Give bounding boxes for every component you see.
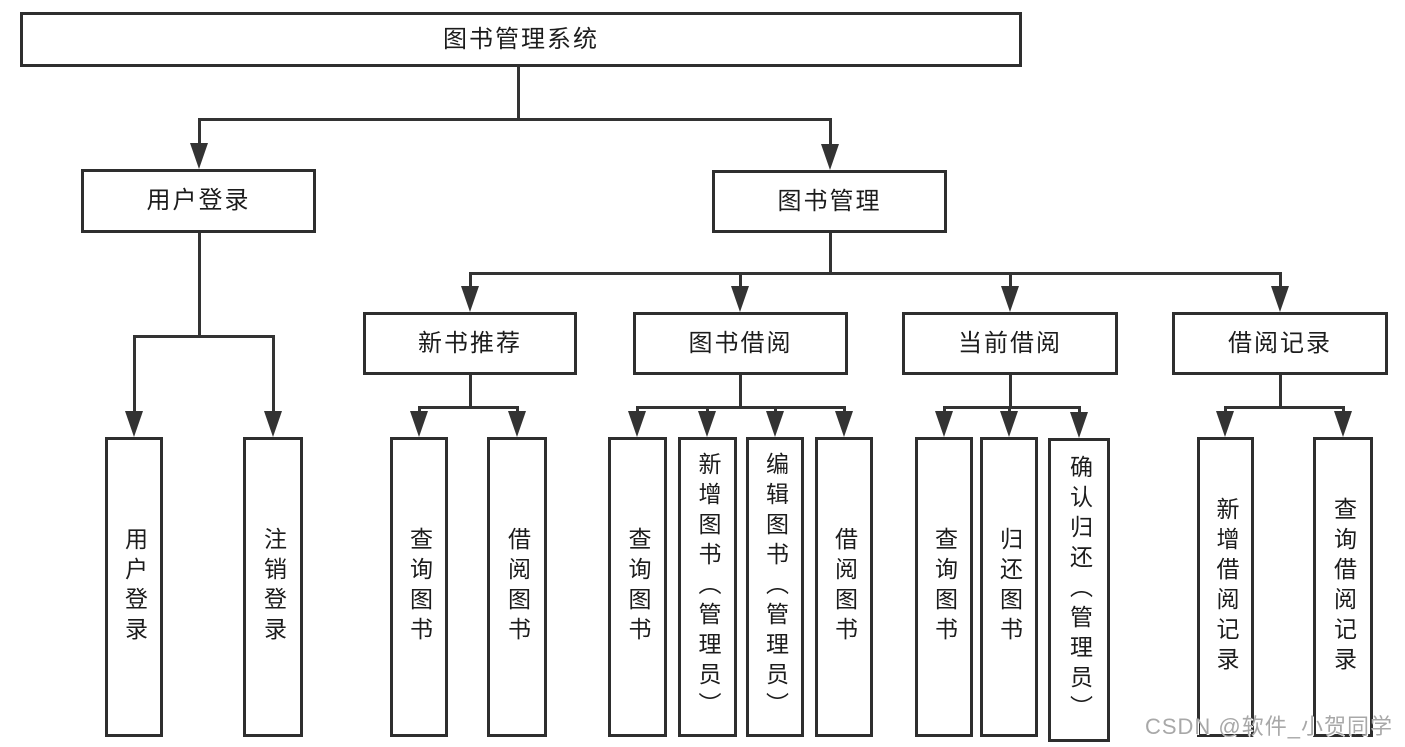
connector-line xyxy=(1278,273,1282,290)
connector-line xyxy=(1008,375,1012,409)
node-label-leaf-rec-query: 查询图书 xyxy=(406,527,433,647)
node-leaf-logout: 注销登录 xyxy=(243,437,303,737)
connector-line xyxy=(1223,405,1345,409)
connector-line xyxy=(738,273,742,290)
connector-line xyxy=(197,117,832,121)
node-label-leaf-bb-edit: 编辑图书（管理员） xyxy=(762,452,789,722)
node-leaf-bb-add: 新增图书（管理员） xyxy=(678,437,737,737)
arrow-down-icon xyxy=(125,411,143,437)
node-leaf-bb-query: 查询图书 xyxy=(608,437,667,737)
node-label-book-borrow: 图书借阅 xyxy=(688,329,793,357)
node-label-leaf-cb-confirm: 确认归还（管理员） xyxy=(1066,455,1093,725)
arrow-down-icon xyxy=(461,286,479,312)
node-leaf-rec-query: 查询图书 xyxy=(390,437,448,737)
arrow-down-icon xyxy=(190,143,208,169)
connector-line xyxy=(828,119,832,148)
arrow-down-icon xyxy=(835,411,853,437)
arrow-down-icon xyxy=(1334,411,1352,437)
connector-line xyxy=(738,375,742,409)
arrow-down-icon xyxy=(698,411,716,437)
connector-line xyxy=(1278,375,1282,409)
connector-line xyxy=(828,233,832,275)
node-user-login: 用户登录 xyxy=(81,169,316,233)
node-leaf-rec-borrow: 借阅图书 xyxy=(487,437,547,737)
node-label-borrow-record: 借阅记录 xyxy=(1228,329,1332,357)
node-new-book-rec: 新书推荐 xyxy=(363,312,577,375)
connector-line xyxy=(516,67,520,121)
node-label-user-login: 用户登录 xyxy=(146,187,251,214)
arrow-down-icon xyxy=(766,411,784,437)
node-leaf-user-login: 用户登录 xyxy=(105,437,163,737)
arrow-down-icon xyxy=(1271,286,1289,312)
connector-line xyxy=(468,271,1282,275)
connector-line xyxy=(197,233,201,338)
connector-line xyxy=(1008,273,1012,290)
node-label-leaf-rec-borrow: 借阅图书 xyxy=(504,527,531,647)
node-label-leaf-user-login: 用户登录 xyxy=(121,527,148,647)
node-leaf-br-add: 新增借阅记录 xyxy=(1197,437,1254,737)
node-label-leaf-bb-add: 新增图书（管理员） xyxy=(695,452,721,722)
connector-line xyxy=(417,405,519,409)
node-leaf-br-query: 查询借阅记录 xyxy=(1313,437,1373,737)
node-leaf-bb-borrow: 借阅图书 xyxy=(815,437,873,737)
csdn-watermark: CSDN @软件_小贺同学 xyxy=(1144,714,1393,739)
connector-line xyxy=(635,405,846,409)
connector-line xyxy=(132,334,275,338)
connector-line xyxy=(468,273,472,290)
arrow-down-icon xyxy=(410,411,428,437)
arrow-down-icon xyxy=(1070,412,1088,438)
arrow-down-icon xyxy=(1216,411,1234,437)
connector-line xyxy=(942,405,1081,409)
arrow-down-icon xyxy=(508,411,526,437)
node-book-borrow: 图书借阅 xyxy=(633,312,848,375)
connector-line xyxy=(271,336,275,415)
arrow-down-icon xyxy=(628,411,646,437)
node-leaf-cb-query: 查询图书 xyxy=(915,437,973,737)
node-label-leaf-cb-return: 归还图书 xyxy=(996,527,1023,647)
node-label-root: 图书管理系统 xyxy=(443,25,599,53)
arrow-down-icon xyxy=(731,286,749,312)
node-book-mgmt: 图书管理 xyxy=(712,170,947,233)
connector-line xyxy=(468,375,472,409)
arrow-down-icon xyxy=(1001,286,1019,312)
arrow-down-icon xyxy=(264,411,282,437)
node-leaf-bb-edit: 编辑图书（管理员） xyxy=(746,437,804,737)
connector-line xyxy=(197,119,201,147)
node-label-leaf-logout: 注销登录 xyxy=(260,527,287,647)
node-leaf-cb-return: 归还图书 xyxy=(980,437,1038,737)
node-borrow-record: 借阅记录 xyxy=(1172,312,1388,375)
node-root: 图书管理系统 xyxy=(20,12,1022,67)
connector-line xyxy=(132,336,136,415)
arrow-down-icon xyxy=(821,144,839,170)
arrow-down-icon xyxy=(1000,411,1018,437)
node-label-leaf-cb-query: 查询图书 xyxy=(931,527,958,647)
node-current-borrow: 当前借阅 xyxy=(902,312,1118,375)
node-label-book-mgmt: 图书管理 xyxy=(777,187,882,215)
node-label-current-borrow: 当前借阅 xyxy=(958,329,1062,357)
connector-line xyxy=(1077,407,1081,416)
node-label-leaf-br-query: 查询借阅记录 xyxy=(1330,497,1357,677)
node-label-new-book-rec: 新书推荐 xyxy=(418,329,522,357)
node-label-leaf-br-add: 新增借阅记录 xyxy=(1213,497,1239,677)
node-label-leaf-bb-borrow: 借阅图书 xyxy=(831,527,858,647)
node-leaf-cb-confirm: 确认归还（管理员） xyxy=(1048,438,1110,742)
node-label-leaf-bb-query: 查询图书 xyxy=(625,527,651,647)
arrow-down-icon xyxy=(935,411,953,437)
